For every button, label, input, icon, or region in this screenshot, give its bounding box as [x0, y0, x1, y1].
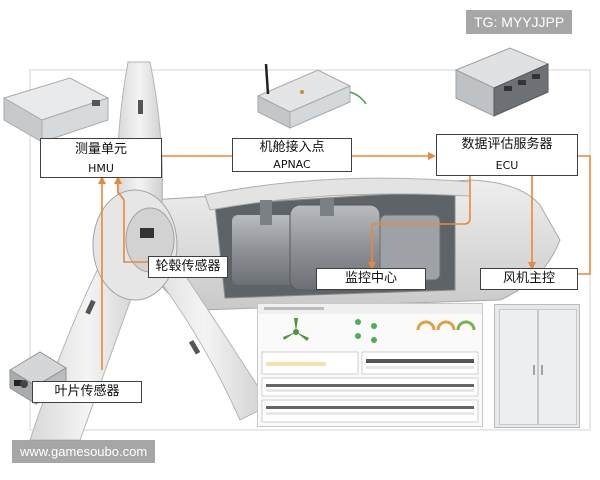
dashboard-turbine-icon [283, 318, 309, 341]
apnac-name-cn: 机舱接入点 [259, 140, 325, 155]
blade-sensor-mark [188, 339, 201, 355]
dashboard-screen-icon [257, 303, 483, 427]
hmu-device-icon [2, 77, 110, 143]
ecu-server-icon [454, 47, 550, 117]
ecu-name-en: ECU [495, 159, 519, 172]
hub-sensor-name: 轮毂传感器 [155, 259, 221, 274]
node-blade-sensor: 叶片传感器 [32, 381, 142, 403]
node-apnac: 机舱接入点 APNAC [232, 138, 352, 172]
blade-sensor-name: 叶片传感器 [54, 384, 120, 399]
hmu-name-en: HMU [88, 162, 114, 175]
cabinet-door-right [538, 309, 577, 425]
control-cabinet-icon [494, 304, 580, 428]
dashboard-artwork [258, 304, 482, 423]
cabinet-door-left [499, 309, 538, 425]
cabinet-handle [533, 365, 535, 375]
watermark-website: www.gamesoubo.com [12, 440, 156, 463]
connector-ecu-monitor [371, 176, 471, 264]
connector-ecu-controller [578, 155, 591, 275]
cabinet-handle [541, 365, 543, 375]
connectors [98, 152, 591, 370]
hmu-name-cn: 测量单元 [74, 142, 127, 157]
turbine-controller-name: 风机主控 [502, 271, 555, 286]
blade-sensor-mark [138, 100, 143, 114]
node-turbine-controller: 风机主控 [480, 268, 578, 290]
node-hub-sensor: 轮毂传感器 [148, 256, 228, 278]
hub-sensor-mark [140, 228, 154, 238]
watermark-telegram: TG: MYYJJPP [466, 10, 573, 34]
apnac-router-icon [256, 63, 367, 129]
monitor-center-name: 监控中心 [344, 271, 397, 286]
apnac-name-en: APNAC [273, 158, 311, 171]
hub [92, 189, 178, 301]
ecu-name-cn: 数据评估服务器 [461, 137, 553, 152]
node-monitor-center: 监控中心 [316, 268, 426, 290]
node-hmu: 测量单元 HMU [40, 138, 162, 178]
blade-sensor-mark [85, 299, 96, 315]
connector-hub-hmu [117, 178, 148, 263]
node-ecu: 数据评估服务器 ECU [436, 134, 578, 176]
